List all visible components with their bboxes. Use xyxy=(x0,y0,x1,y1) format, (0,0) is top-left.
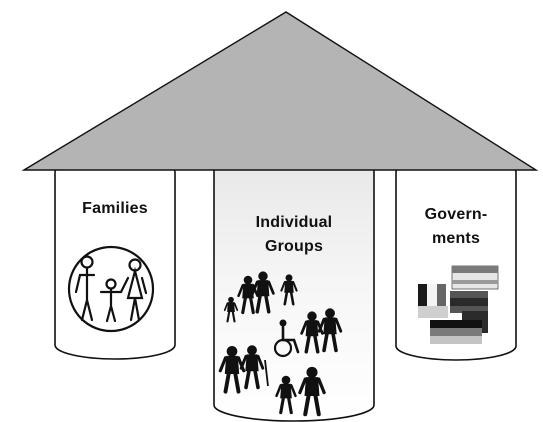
pillar-families xyxy=(54,159,176,360)
pillar-governments xyxy=(395,159,517,361)
wheelchair-icon xyxy=(273,319,300,358)
pillar-label-families: Families xyxy=(82,200,148,217)
pillar-label-governments: Govern- ments xyxy=(424,206,488,247)
roof xyxy=(21,11,539,171)
people-groups-icon xyxy=(218,270,343,414)
family-icon xyxy=(67,245,155,333)
flags-icon xyxy=(418,265,499,344)
pillar-individual-groups xyxy=(213,155,375,422)
pillar-label-individual-groups: Individual Groups xyxy=(255,214,333,255)
